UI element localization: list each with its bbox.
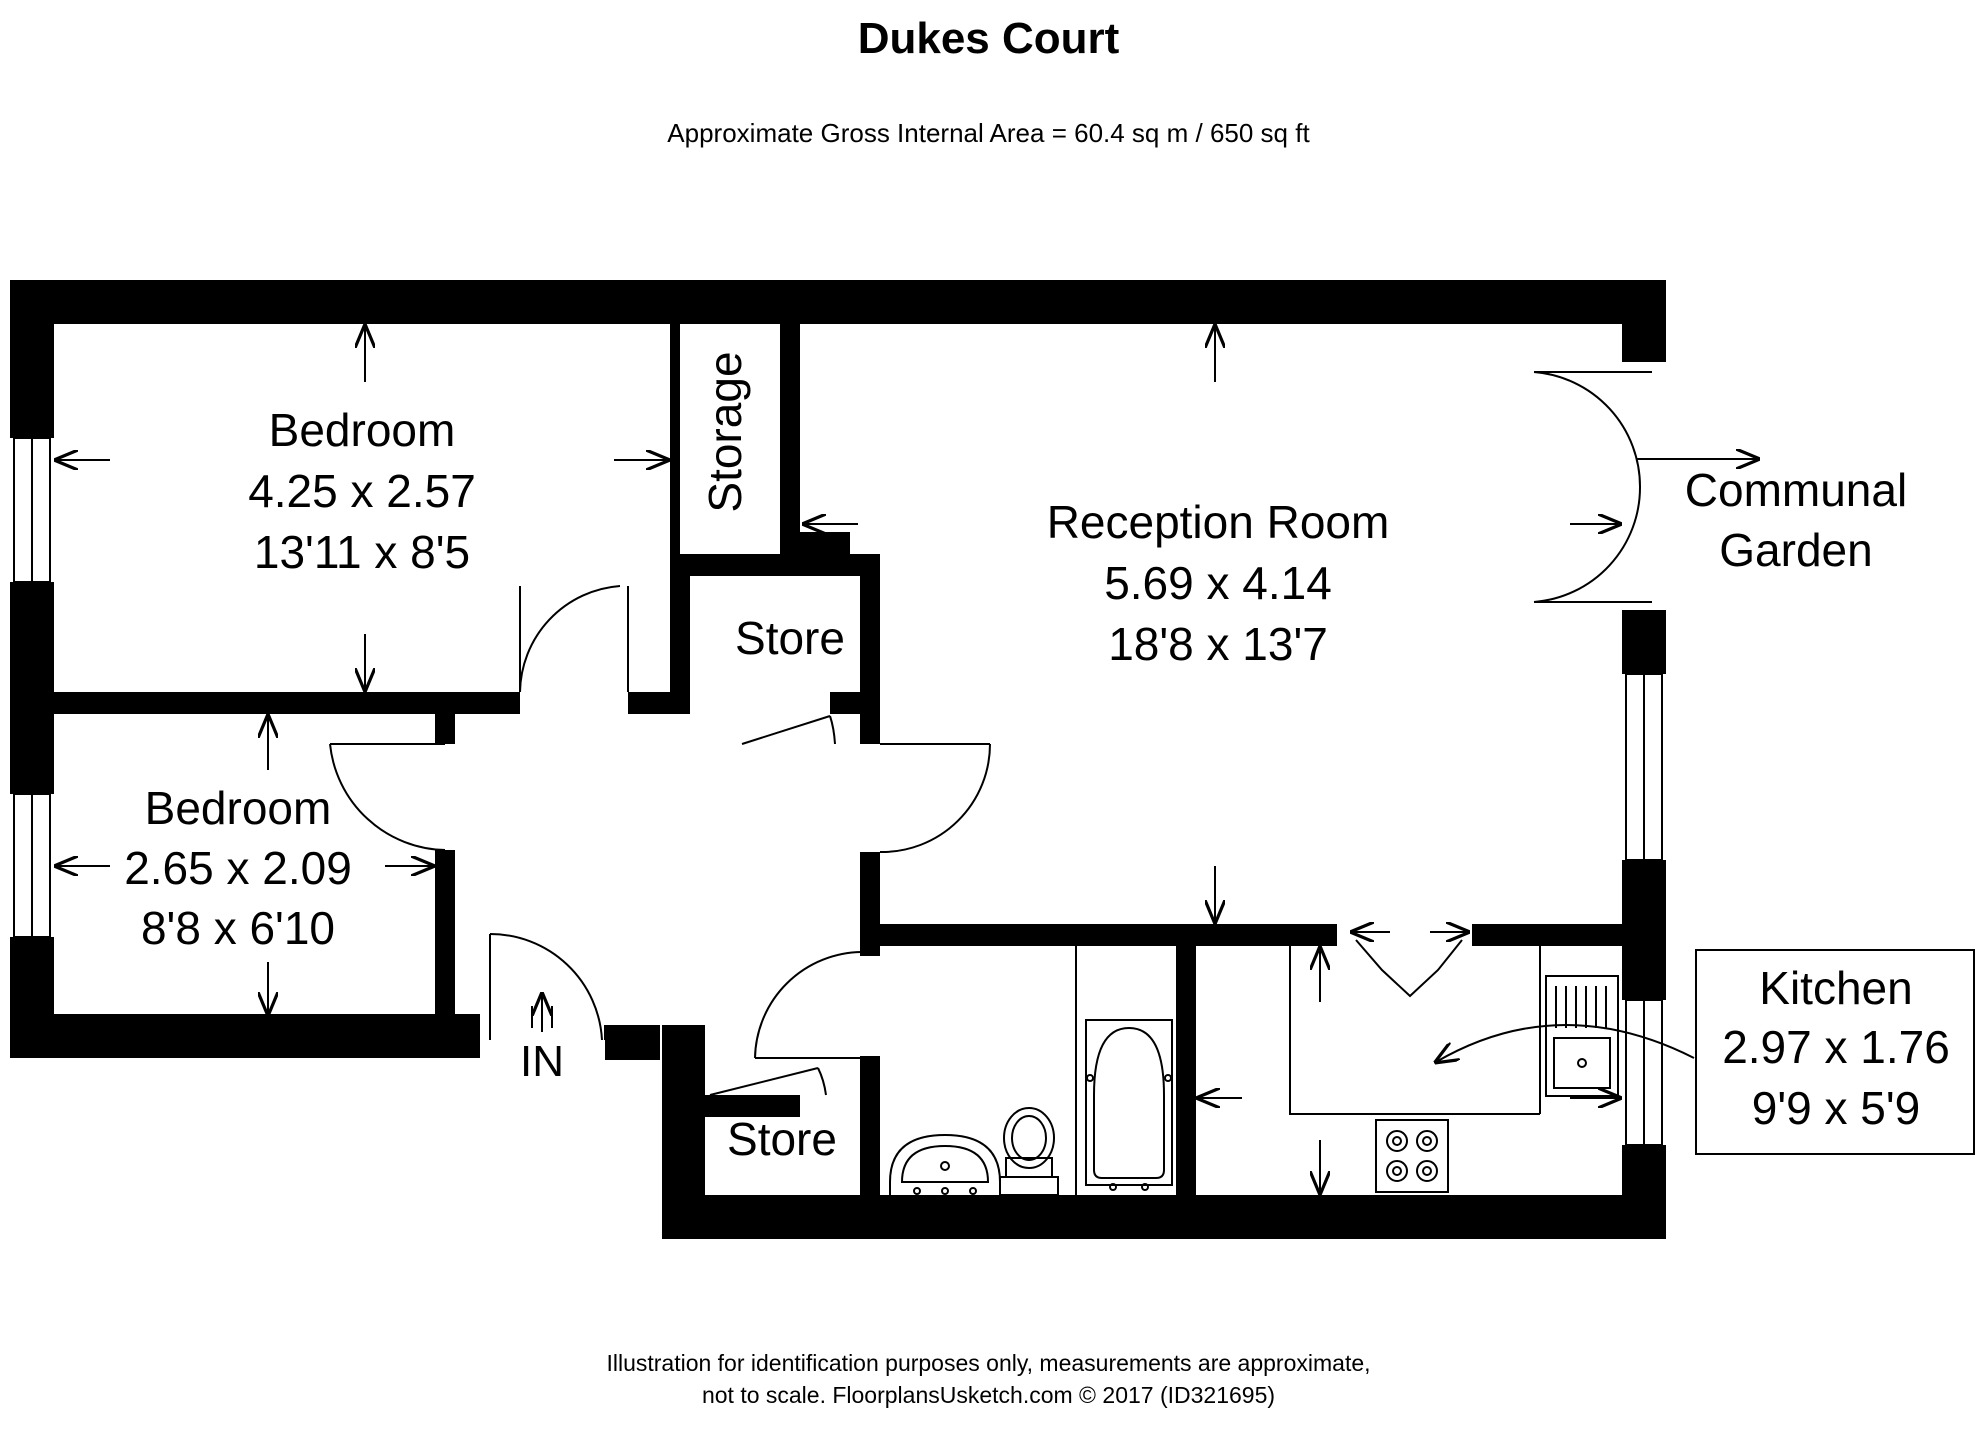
sink-icon (1545, 975, 1619, 1097)
bedroom-2-imperial: 8'8 x 6'10 (141, 902, 335, 954)
kitchen-imperial: 9'9 x 5'9 (1752, 1082, 1920, 1134)
reception-imperial: 18'8 x 13'7 (1108, 618, 1328, 670)
doors (329, 371, 1652, 1096)
hob-icon (1375, 1119, 1449, 1193)
reception-name: Reception Room (1047, 496, 1390, 548)
bedroom-2-metric: 2.65 x 2.09 (124, 842, 352, 894)
store-lower-label: Store (727, 1113, 837, 1165)
kitchen-metric: 2.97 x 1.76 (1722, 1021, 1950, 1073)
dimension-arrows (56, 326, 1758, 1193)
bath-icon (1085, 1019, 1173, 1186)
kitchen-label-box (1695, 949, 1975, 1155)
reception-metric: 5.69 x 4.14 (1104, 557, 1332, 609)
bedroom-1-name: Bedroom (269, 404, 456, 456)
kitchen-name: Kitchen (1759, 962, 1912, 1014)
store-upper-label: Store (735, 612, 845, 664)
fittings (889, 946, 1975, 1196)
garden-label-line2: Garden (1719, 524, 1872, 576)
entrance-label: IN (520, 1037, 564, 1086)
disclaimer-line-2: not to scale. FloorplansUsketch.com © 20… (701, 1382, 1276, 1408)
storage-label: Storage (699, 351, 751, 512)
bedroom-1-imperial: 13'11 x 8'5 (254, 526, 470, 578)
windows (13, 437, 1663, 1146)
gross-area-subtitle: Approximate Gross Internal Area = 60.4 s… (667, 118, 1310, 148)
toilet-icon (999, 1107, 1059, 1196)
room-labels: Bedroom 4.25 x 2.57 13'11 x 8'5 Bedroom … (124, 351, 1950, 1165)
plan-title: Dukes Court (857, 14, 1120, 63)
bedroom-2-name: Bedroom (145, 782, 332, 834)
walls (10, 280, 1666, 1239)
kitchen-worktop (1289, 946, 1540, 1115)
disclaimer-line-1: Illustration for identification purposes… (606, 1350, 1371, 1376)
garden-label-line1: Communal (1685, 464, 1907, 516)
basin-icon (889, 1133, 1001, 1195)
bedroom-1-metric: 4.25 x 2.57 (248, 465, 476, 517)
disclaimer: Illustration for identification purposes… (0, 1347, 1977, 1411)
